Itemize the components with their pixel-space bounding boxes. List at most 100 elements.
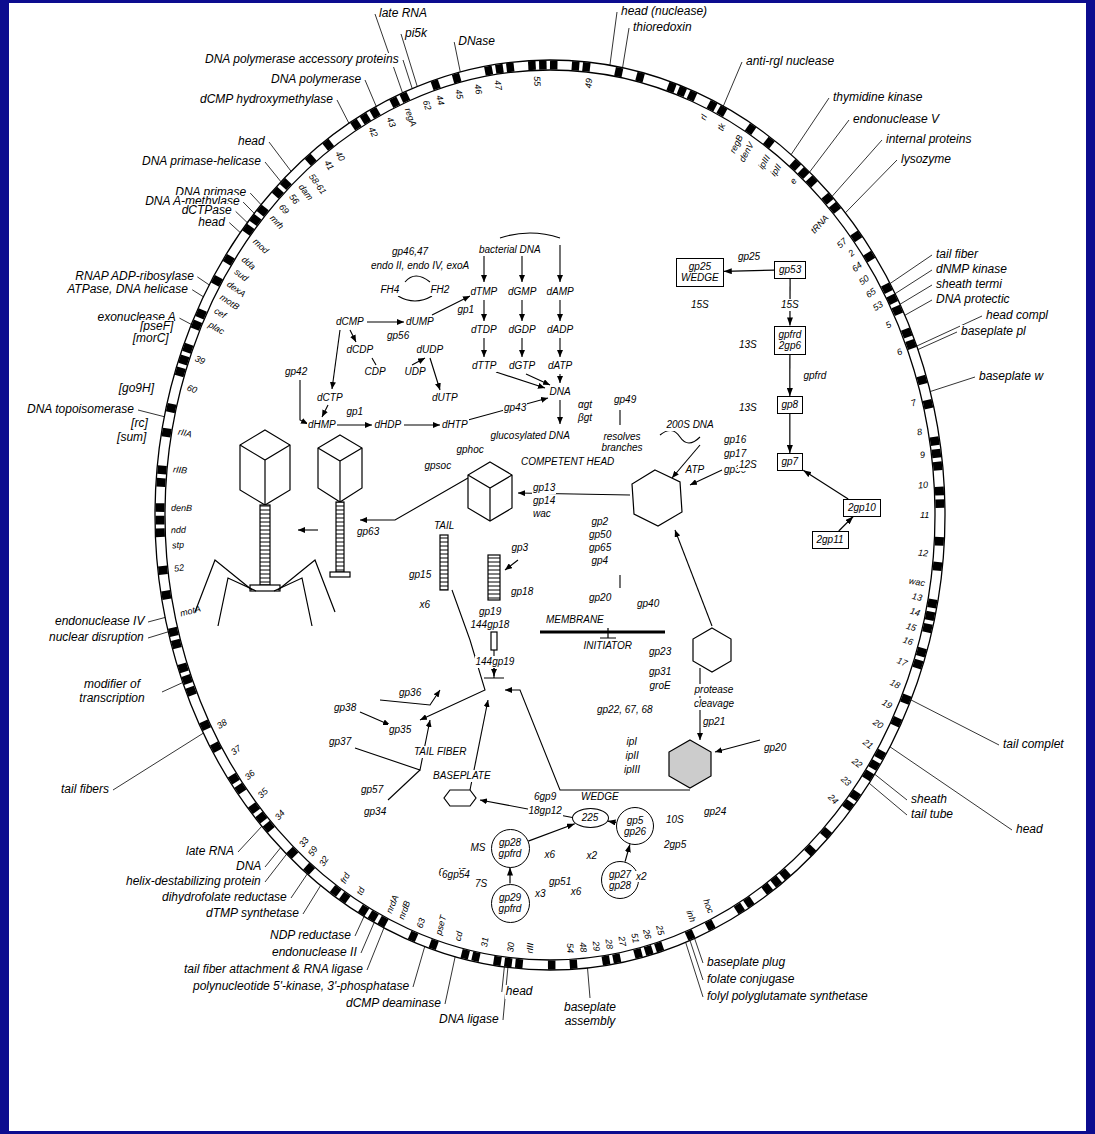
gene-segment xyxy=(583,62,590,72)
pathway-label: ipI xyxy=(626,736,639,748)
gene-segment xyxy=(410,935,417,938)
gene-segment xyxy=(904,695,907,703)
pathway-label: gp36 xyxy=(398,687,422,699)
gene-segment xyxy=(890,295,894,303)
assembly-arrow xyxy=(509,868,510,884)
gene-number: 48 xyxy=(577,941,588,954)
gene-segment xyxy=(602,960,609,961)
leader-line xyxy=(918,332,957,350)
gene-function-label: head xyxy=(197,216,226,230)
pathway-label: gp16 xyxy=(723,434,747,446)
pathway-label: ipII xyxy=(625,750,640,762)
leader-line xyxy=(265,162,281,182)
leader-line xyxy=(192,290,203,297)
leader-line xyxy=(875,774,907,800)
gene-function-label: DNA topoisomerase xyxy=(26,403,135,417)
node-text: WEDGE xyxy=(681,272,719,284)
gene-number: mod xyxy=(250,235,271,256)
leader-line xyxy=(445,957,455,1004)
gene-function-label: helix-destabilizing protein xyxy=(125,875,262,889)
gene-number: hoc xyxy=(700,896,716,915)
gene-segment xyxy=(548,960,555,969)
gene-number: 55 xyxy=(532,75,543,87)
edge-label: gp25 xyxy=(737,251,761,262)
gene-segment xyxy=(936,449,937,458)
leader-line xyxy=(162,683,183,692)
gene-segment xyxy=(186,344,189,352)
assembly-arrow xyxy=(724,270,774,271)
pathway-label: gp18 xyxy=(510,586,534,598)
gene-function-label: tail tube xyxy=(910,808,954,822)
gene-segment xyxy=(183,356,186,364)
gene-number: 29 xyxy=(590,939,602,952)
gene-segment xyxy=(325,142,331,147)
gene-function-label: late RNA xyxy=(378,7,428,21)
leader-line xyxy=(303,885,321,914)
gene-segment xyxy=(550,61,557,70)
leader-line xyxy=(905,300,932,315)
pathway-label: gp46,47 xyxy=(391,246,429,258)
pathway-label: INITIATOR xyxy=(583,640,634,652)
gene-function-label: ATPase, DNA helicase xyxy=(66,283,189,297)
gene-number: rIII xyxy=(525,942,536,955)
gene-segment xyxy=(158,566,168,575)
gene-segment xyxy=(353,123,359,127)
gene-function-label: folate conjugase xyxy=(706,973,795,987)
pathway-label: gp31 xyxy=(648,666,672,678)
pathway-label: 15S xyxy=(780,299,800,311)
gene-number: 52 xyxy=(172,562,185,574)
gene-segment xyxy=(182,664,185,672)
gene-number: stp xyxy=(170,539,185,550)
node-text: gpfrd xyxy=(499,848,522,860)
pathway-label: dUTP xyxy=(431,392,459,404)
gene-number: rIIB xyxy=(171,464,188,476)
gene-segment xyxy=(306,866,312,871)
pathway-label: 144gp18 xyxy=(470,619,511,631)
leader-line xyxy=(869,783,907,815)
gene-segment xyxy=(290,850,296,856)
pathway-label: 6gp9 xyxy=(533,791,557,803)
pathway-label: ATP xyxy=(685,464,706,476)
gene-function-label: NDP reductase xyxy=(269,929,352,943)
gene-number: 16 xyxy=(901,634,916,648)
gene-segment xyxy=(380,920,387,924)
gene-number: cd xyxy=(452,929,465,942)
pathway-label: wac xyxy=(532,508,552,520)
gene-segment xyxy=(253,217,258,224)
gene-function-label: RNAP ADP-ribosylase xyxy=(74,270,194,284)
gene-number: 28 xyxy=(603,937,615,950)
gene-segment xyxy=(430,943,437,946)
gene-segment xyxy=(157,466,167,475)
gene-segment xyxy=(807,847,813,853)
gene-segment xyxy=(362,117,369,121)
gene-segment xyxy=(878,751,882,758)
gene-segment xyxy=(885,285,889,292)
leader-line xyxy=(890,255,932,284)
leader-line xyxy=(588,968,590,998)
gene-function-label: lysozyme xyxy=(900,153,952,167)
leader-line xyxy=(686,942,703,997)
gene-number: 12 xyxy=(916,547,929,558)
gene-segment xyxy=(935,499,944,508)
pathway-label: dATP xyxy=(547,360,573,372)
leader-line xyxy=(236,211,248,222)
gene-number: 26 xyxy=(641,927,654,941)
subunit-circle: gp29gpfrd xyxy=(491,884,530,923)
gene-number: 23 xyxy=(838,773,854,789)
gene-number: 15 xyxy=(904,620,919,633)
gene-segment xyxy=(910,341,913,349)
pathway-label: gpfrd xyxy=(803,370,828,382)
pathway-label: gp14 xyxy=(532,495,556,507)
gene-segment xyxy=(935,537,944,546)
assembly-arrow xyxy=(789,355,790,397)
leader-line xyxy=(810,120,849,172)
assembly-arrow xyxy=(839,517,853,532)
gene-function-label: baseplate w xyxy=(978,370,1044,384)
assembly-box: gpfrd2gp6 xyxy=(774,326,807,355)
gene-segment xyxy=(472,956,479,958)
gene-function-label: late RNA xyxy=(185,845,235,859)
gene-segment xyxy=(846,802,851,809)
gene-segment xyxy=(636,76,643,78)
node-text: gpfrd xyxy=(499,903,522,915)
